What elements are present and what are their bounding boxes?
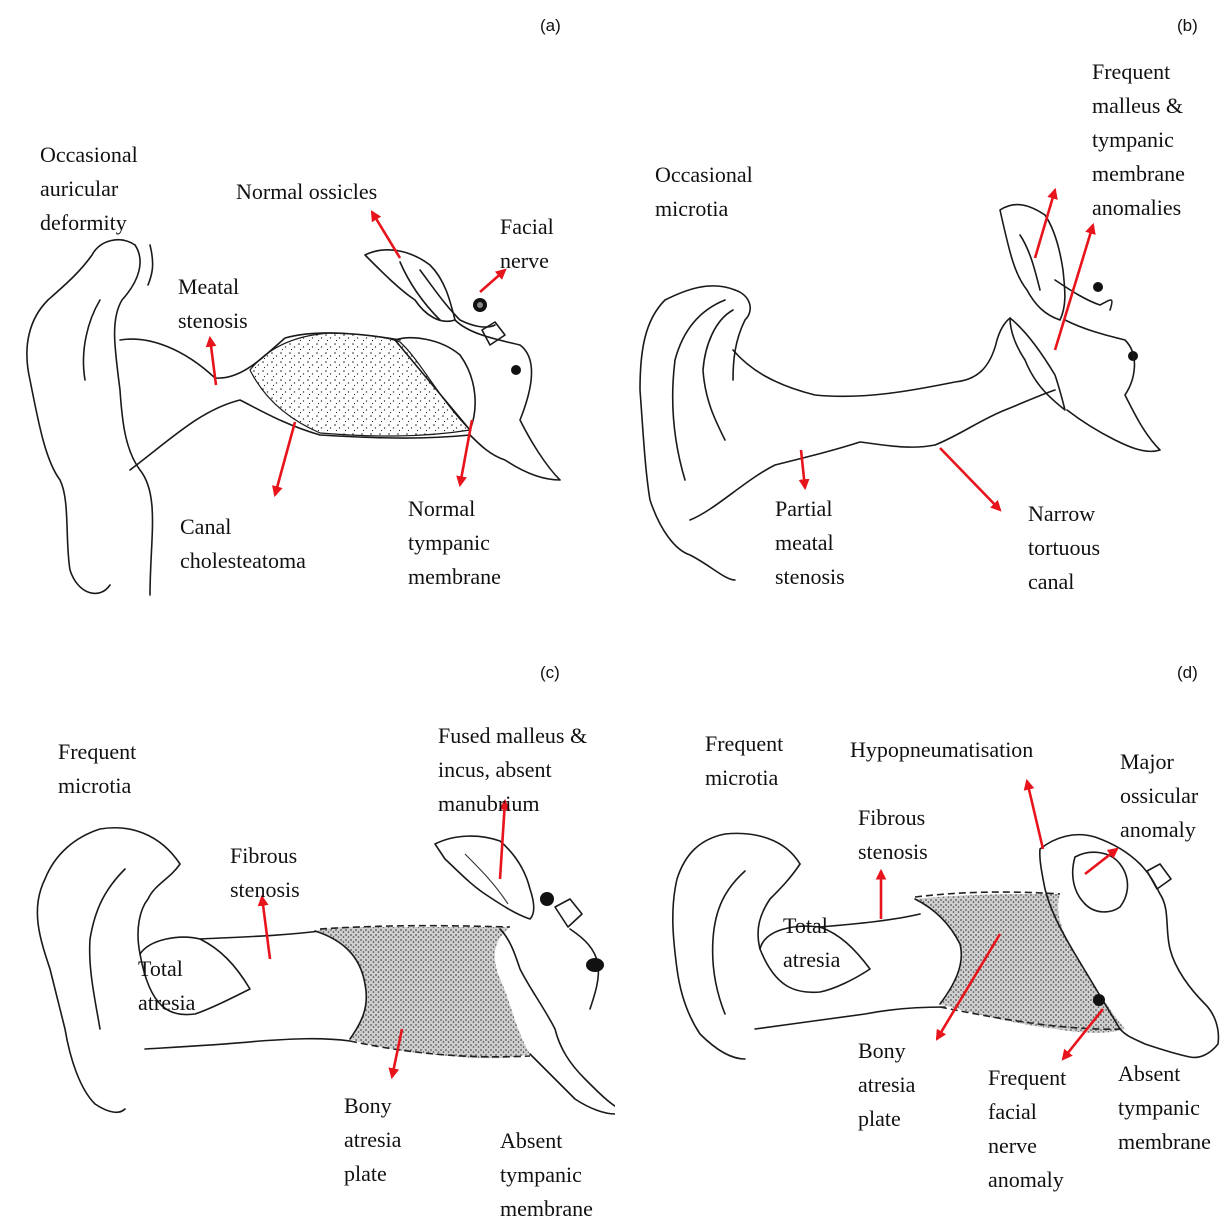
panel-label-d: (d) xyxy=(1177,663,1198,683)
label-hypopneumatisation: Hypopneumatisation xyxy=(850,733,1033,767)
ear-drawing-a xyxy=(0,0,615,609)
panel-label-b: (b) xyxy=(1177,16,1198,36)
panel-label-c: (c) xyxy=(540,663,560,683)
panel-label-a: (a) xyxy=(540,16,561,36)
label-normal-ossicles: Normal ossicles xyxy=(236,175,377,209)
